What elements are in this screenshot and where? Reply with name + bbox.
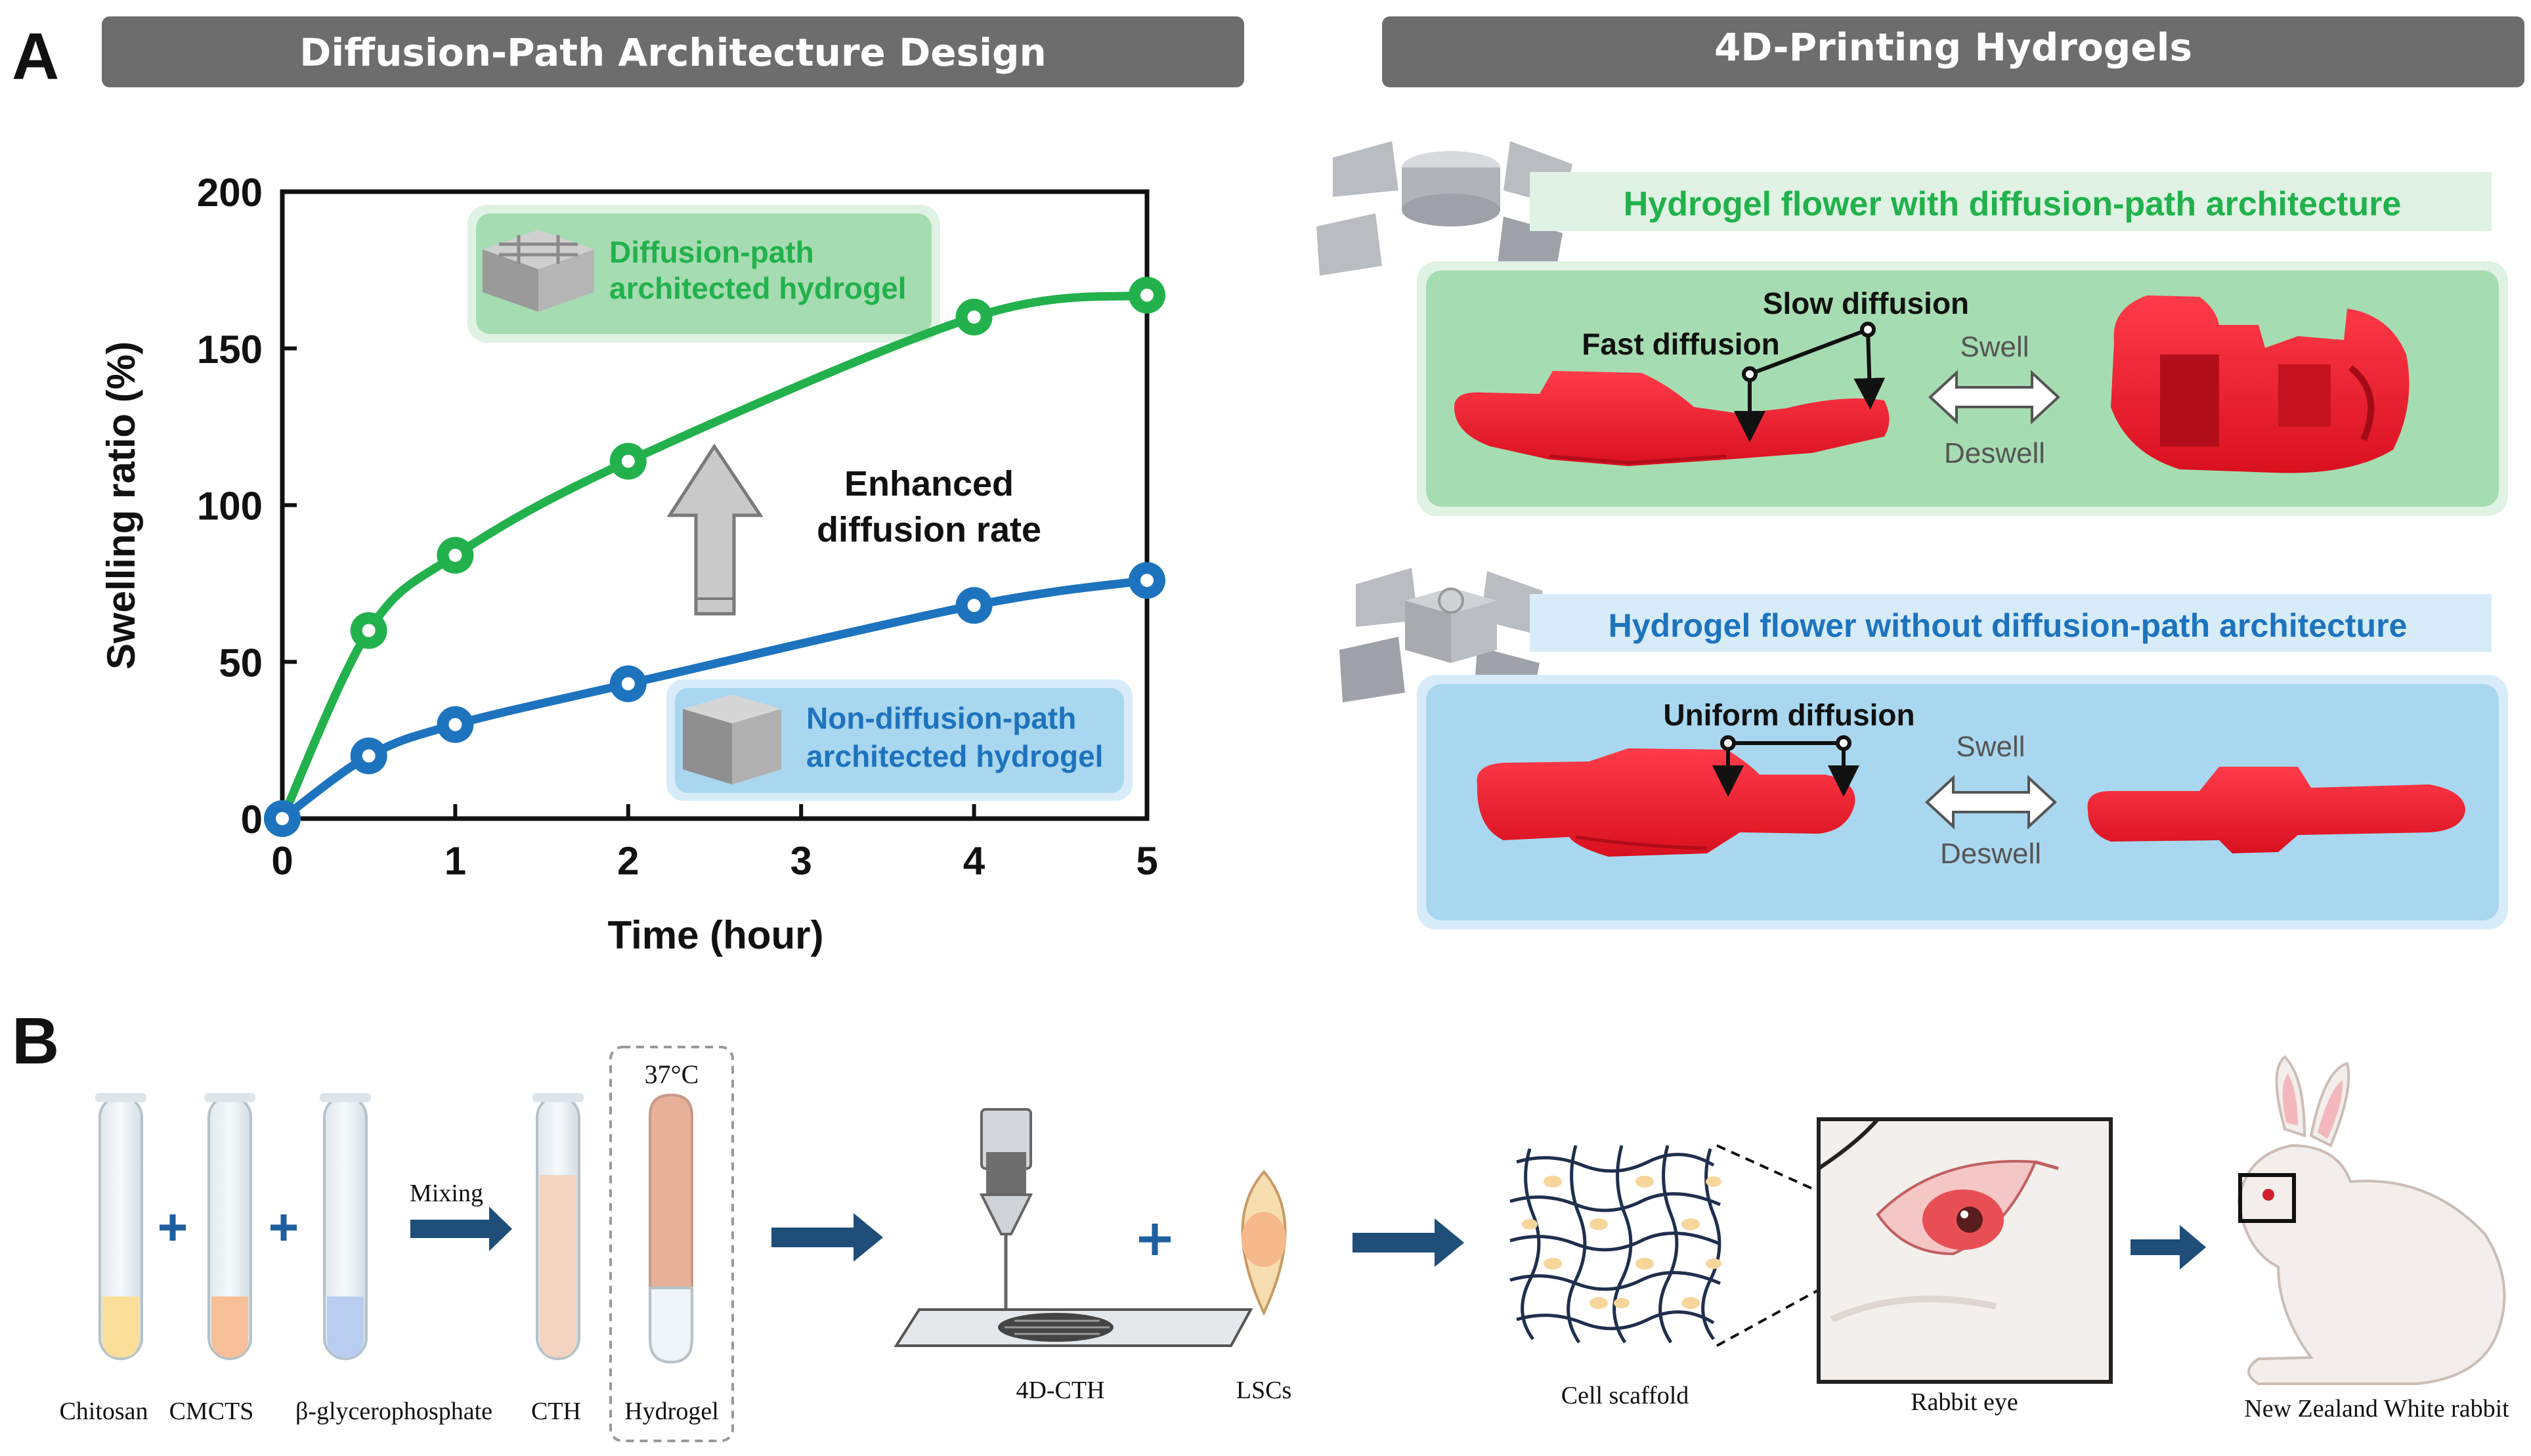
data-point-center xyxy=(448,717,462,731)
flat-hydrogel-with-path xyxy=(1454,371,1890,466)
legend-green: Diffusion-path architected hydrogel xyxy=(467,205,940,343)
y-tick-label: 0 xyxy=(241,798,263,842)
rabbit-icon xyxy=(2237,1055,2506,1385)
flat-hydrogel-after xyxy=(2087,767,2465,853)
swell-arrow-icon xyxy=(1928,370,2060,425)
legend-green-line1: Diffusion-path xyxy=(609,235,814,269)
printer-nozzle-icon xyxy=(979,1108,1033,1326)
y-tick-label: 200 xyxy=(197,171,263,215)
data-point-center xyxy=(621,677,635,691)
lsc-cell-icon xyxy=(1241,1169,1287,1316)
data-point-center xyxy=(621,454,635,468)
label-hydrogel: Hydrogel xyxy=(624,1398,719,1425)
tube-cth xyxy=(532,1093,584,1360)
label-rabbit: New Zealand White rabbit xyxy=(2244,1395,2509,1423)
data-point-center xyxy=(362,624,376,637)
y-tick-label: 50 xyxy=(219,641,263,685)
arrow-to-scaffold-icon xyxy=(1352,1218,1464,1267)
x-axis-label: Time (hour) xyxy=(608,913,824,957)
legend-blue-line2: architected hydrogel xyxy=(806,739,1103,773)
data-point-center xyxy=(967,310,981,324)
diffusion-markers xyxy=(1734,322,1886,442)
flower-with-3d-icon xyxy=(1316,141,1572,289)
label-4d-cth: 4D-CTH xyxy=(1016,1377,1104,1404)
solid-cube-icon xyxy=(683,695,781,784)
swelling-chart: 0 50 100 150 200 0 1 2 3 4 5 Swelling ratio (%) T… xyxy=(99,171,1165,957)
deswell-label: Deswell xyxy=(1944,437,2045,469)
rabbit-eye-highlight xyxy=(2238,1173,2296,1223)
swell-label: Swell xyxy=(1960,331,2029,363)
swell-label-2: Swell xyxy=(1956,731,2025,763)
data-point-center xyxy=(967,599,981,612)
right-header-title: 4D-Printing Hydrogels xyxy=(1714,25,2192,70)
curled-hydrogel-flower xyxy=(2111,295,2410,473)
uniform-markers xyxy=(1712,735,1859,797)
y-tick-label: 150 xyxy=(197,328,263,372)
label-bgp: β-glycerophosphate xyxy=(295,1398,492,1425)
label-lscs: LSCs xyxy=(1236,1377,1291,1404)
deswell-label-2: Deswell xyxy=(1940,838,2041,870)
data-point-center xyxy=(362,749,376,763)
x-tick-label: 3 xyxy=(790,839,812,883)
legend-green-line2: architected hydrogel xyxy=(609,271,906,305)
y-tick-label: 100 xyxy=(197,484,263,528)
y-axis-label: Swelling ratio (%) xyxy=(99,341,143,670)
left-header-title: Diffusion-Path Architecture Design xyxy=(299,30,1047,75)
mixing-arrow-icon xyxy=(410,1207,512,1251)
label-cth: CTH xyxy=(531,1398,581,1425)
arrow-to-printer-icon xyxy=(771,1213,883,1262)
mixing-label: Mixing xyxy=(410,1180,483,1207)
tube-chitosan xyxy=(95,1093,146,1360)
arrow-to-rabbit-icon xyxy=(2131,1225,2206,1270)
flower-with-title: Hydrogel flower with diffusion-path arch… xyxy=(1624,185,2402,223)
x-tick-label: 4 xyxy=(963,839,985,883)
label-rabbit-eye: Rabbit eye xyxy=(1911,1388,2018,1416)
tube-hydrogel xyxy=(649,1093,693,1364)
plus-icon-1 xyxy=(160,1214,186,1241)
cell-scaffold-icon xyxy=(1509,1145,1721,1344)
flower-without-section: Hydrogel flower without diffusion-path a… xyxy=(1339,568,2508,930)
flower-without-title-bar xyxy=(1530,594,2492,652)
left-header-bar: Diffusion-Path Architecture Design xyxy=(102,16,1244,87)
panel-a-label: A xyxy=(12,20,59,93)
fast-diffusion-label: Fast diffusion xyxy=(1582,327,1780,361)
uniform-diffusion-label: Uniform diffusion xyxy=(1663,698,1914,732)
label-cell-scaffold: Cell scaffold xyxy=(1561,1382,1689,1409)
temp-label: 37°C xyxy=(645,1060,699,1089)
rabbit-eye-box xyxy=(1817,1117,2113,1384)
slow-diffusion-label: Slow diffusion xyxy=(1763,286,1969,320)
swell-arrow-icon-2 xyxy=(1925,775,2057,830)
plus-icon-2 xyxy=(270,1214,297,1241)
flower-with-title-bar xyxy=(1530,172,2492,231)
flower-with-section: Hydrogel flower with diffusion-path arch… xyxy=(1316,141,2508,516)
tube-bgp xyxy=(320,1093,371,1360)
flat-hydrogel-uniform xyxy=(1477,748,1855,857)
plus-icon-3 xyxy=(1139,1224,1171,1255)
zoom-dashed-lines xyxy=(1716,1144,1819,1347)
data-point-center xyxy=(276,812,289,825)
architected-cube-icon xyxy=(483,230,594,312)
x-tick-label: 1 xyxy=(444,839,466,883)
data-point-center xyxy=(448,548,462,562)
flower-without-3d-icon xyxy=(1339,568,1543,712)
flower-without-title: Hydrogel flower without diffusion-path a… xyxy=(1609,607,2408,644)
data-point-center xyxy=(1140,574,1154,588)
right-header-bar: 4D-Printing Hydrogels xyxy=(1382,16,2524,87)
x-tick-label: 5 xyxy=(1136,839,1157,883)
panel-b-label: B xyxy=(12,1004,59,1078)
tube-cmcts xyxy=(204,1093,255,1360)
data-point-center xyxy=(1140,288,1154,302)
enhanced-arrow-icon xyxy=(666,443,764,616)
print-bed xyxy=(894,1308,1253,1347)
annotation-line2: diffusion rate xyxy=(817,510,1041,549)
label-cmcts: CMCTS xyxy=(169,1398,254,1425)
legend-blue-line1: Non-diffusion-path xyxy=(806,701,1076,735)
hydrogel-dashed-box: 37°C xyxy=(609,1046,734,1442)
legend-blue: Non-diffusion-path architected hydrogel xyxy=(666,679,1133,801)
x-tick-label: 0 xyxy=(271,839,293,883)
annotation-line1: Enhanced xyxy=(844,464,1014,503)
x-tick-label: 2 xyxy=(617,839,639,883)
label-chitosan: Chitosan xyxy=(59,1398,148,1425)
